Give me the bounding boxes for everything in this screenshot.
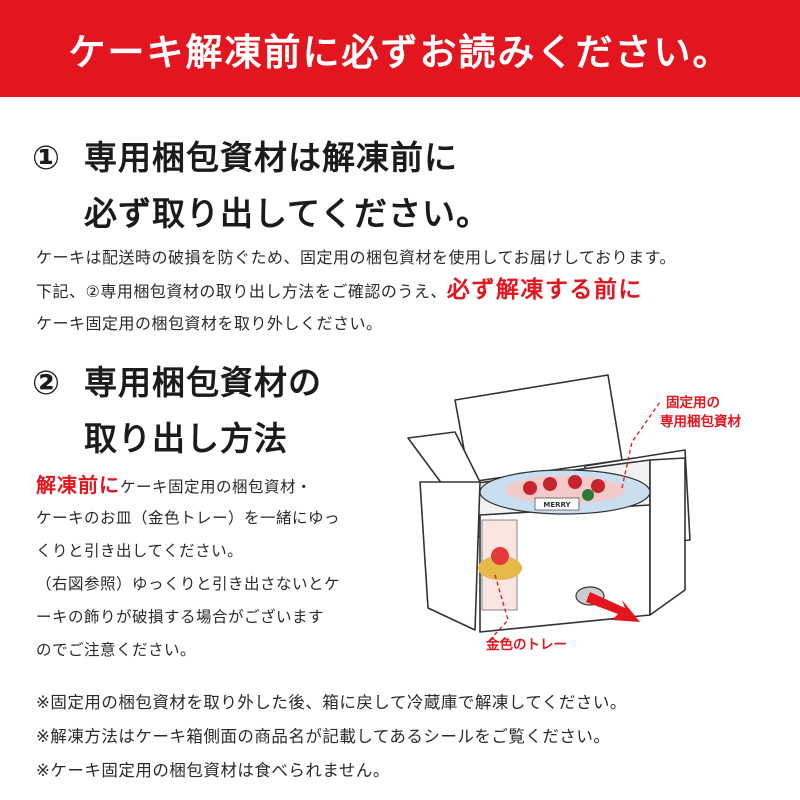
cake-decoration [582,489,594,501]
section2-body-line6: のでご注意ください。 [36,641,197,659]
section1-body-line3: ケーキ固定用の梱包資材を取り外しください。 [36,314,383,333]
section2-title-line2: 取り出し方法 [84,419,288,458]
section2-body-line1: 解凍前にケーキ固定用の梱包資材・ [36,469,340,502]
note-line2: ※解凍方法はケーキ箱側面の商品名が記載してあるシールをご覧ください。 [36,727,611,746]
top-leader-line [621,401,661,489]
cake-label-plate [534,497,580,511]
box-illustration: MERRY 固定用の 専用梱包資材 金色のトレー [400,370,800,670]
section1-title-line1: 専用梱包資材は解凍前に [84,138,458,177]
strawberry-1 [523,481,537,495]
warning-banner: ケーキ解凍前に必ずお読みください。 [0,0,800,97]
section2-body-emphasis: 解凍前に [36,473,120,497]
section1-body-emphasis: 必ず解凍する前に [446,277,643,303]
section2-body-line1-rest: ケーキ固定用の梱包資材・ [120,478,313,496]
section1-body: ケーキは配送時の破損を防ぐため、固定用の梱包資材を使用してお届けしております。 … [36,241,676,340]
pull-arrow [586,592,640,622]
banner-title: ケーキ解凍前に必ずお読みください。 [68,30,732,74]
section2-body-line2: ケーキのお皿（金色トレー）を一緒にゆっ [36,509,341,527]
notes: ※固定用の梱包資材を取り外した後、箱に戻して冷蔵庫で解凍してください。 ※解凍方… [36,686,627,788]
gold-tray [478,556,522,580]
section2-body: 解凍前にケーキ固定用の梱包資材・ ケーキのお皿（金色トレー）を一緒にゆっ くりと… [36,469,340,667]
section2-body-line3: くりと引き出してください。 [36,542,244,560]
section2-number: ② [32,363,61,402]
callout-packaging: 固定用の 専用梱包資材 [660,394,741,432]
strawberry-3 [568,475,582,489]
section2-body-line4: （右図参照）ゆっくりと引き出さないとケ [36,575,341,593]
callout-packaging-line1: 固定用の [666,395,720,411]
section1-title-line1-wrap: ① 専用梱包資材は解凍前に [32,138,458,177]
section1-number: ① [32,138,61,177]
strawberry-2 [543,477,557,491]
section1-title: ① 専用梱包資材は解凍前に 必ず取り出してください。 [32,130,490,242]
section1-title-line2: 必ず取り出してください。 [84,194,491,233]
cake-label: MERRY [543,501,571,509]
section2-title: ② 専用梱包資材の 取り出し方法 [32,355,322,467]
strawberry-4 [591,479,605,493]
section1-body-line2: 下記、②専用梱包資材の取り出し方法をご確認のうえ、必ず解凍する前に [36,274,676,307]
section1-body-line2-prefix: 下記、②専用梱包資材の取り出し方法をご確認のうえ、 [36,282,447,301]
note-line1: ※固定用の梱包資材を取り外した後、箱に戻して冷蔵庫で解凍してください。 [36,693,627,712]
callout-packaging-line2: 専用梱包資材 [660,414,741,430]
bottom-leader-line [487,574,509,643]
section2-title-line1-wrap: ② 専用梱包資材の [32,363,322,402]
section2-body-line5: ーキの飾りが破損する場合がございます [36,608,325,626]
cake-side [491,547,509,565]
callout-tray: 金色のトレー [486,637,567,653]
box-left-side [419,481,481,631]
section2-title-line1: 専用梱包資材の [84,363,322,402]
box-right-side [649,457,686,616]
section1-body-line1: ケーキは配送時の破損を防ぐため、固定用の梱包資材を使用してお届けしております。 [36,248,676,267]
note-line3: ※ケーキ固定用の梱包資材は食べられません。 [36,761,390,780]
box-diagram: MERRY [407,374,691,643]
